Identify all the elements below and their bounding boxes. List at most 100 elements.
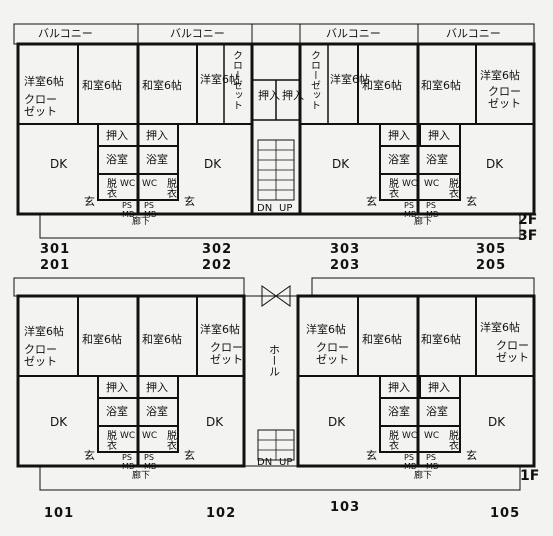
bath-label: 浴室 [388, 405, 410, 418]
closet-label: ゼット [488, 97, 521, 110]
dk-label: DK [332, 157, 350, 171]
mb-label: MB [144, 462, 157, 471]
mb-label: MB [426, 210, 439, 219]
room-japanese: 和室6帖 [421, 79, 461, 92]
closet-label: ゼット [496, 351, 529, 364]
dk-label: DK [206, 415, 224, 429]
ps-label: PS [144, 453, 154, 462]
unit-number: 103 [330, 500, 361, 515]
ps-label: PS [122, 201, 132, 210]
floor-label-1f: 1F [520, 468, 540, 484]
closet-label: クロー [210, 341, 243, 354]
ps-label: PS [122, 453, 132, 462]
oshiire-label: 押入 [106, 381, 128, 394]
oshiire-label: 押入 [146, 381, 168, 394]
mb-label: MB [122, 462, 135, 471]
ps-label: PS [404, 201, 414, 210]
stair-down-label: DN [257, 203, 273, 214]
hall-label: ホール [267, 344, 281, 377]
closet-label: クロー [496, 339, 529, 352]
oshiire-label: 押入 [146, 129, 168, 142]
bath-label: 浴室 [426, 405, 448, 418]
room-western: 洋室6帖 [306, 323, 346, 336]
bath-label: 浴室 [106, 405, 128, 418]
room-japanese: 和室6帖 [142, 79, 182, 92]
ps-label: PS [426, 201, 436, 210]
corridor-label: 廊下 [132, 471, 151, 481]
oshiire-label: 押入 [428, 381, 450, 394]
closet-label: ゼット [316, 353, 349, 366]
ps-label: PS [426, 453, 436, 462]
stair-up-label: UP [279, 457, 293, 468]
room-japanese: 和室6帖 [421, 333, 461, 346]
room-western: 洋室6帖 [330, 73, 370, 86]
datsui-label: 脱衣 [164, 430, 176, 450]
genkan-label: 玄 [466, 449, 477, 462]
unit-number: 105 [490, 506, 521, 521]
closet-label: クロー [24, 343, 57, 356]
room-japanese: 和室6帖 [82, 79, 122, 92]
floor-label-2f: 2F [518, 212, 538, 228]
room-japanese: 和室6帖 [142, 333, 182, 346]
room-japanese: 和室6帖 [362, 333, 402, 346]
dk-label: DK [50, 415, 68, 429]
mb-label: MB [426, 462, 439, 471]
corridor-label: 廊下 [414, 217, 433, 227]
room-western: 洋室6帖 [480, 321, 520, 334]
oshiire-label: 押入 [428, 129, 450, 142]
dk-label: DK [486, 157, 504, 171]
wc-label: WC [142, 431, 158, 441]
wc-label: WC [402, 179, 418, 189]
oshiire-label: 押入 [282, 89, 304, 102]
dk-label: DK [328, 415, 346, 429]
ps-label: PS [404, 453, 414, 462]
datsui-label: 脱衣 [446, 430, 458, 450]
genkan-label: 玄 [184, 449, 195, 462]
genkan-label: 玄 [466, 195, 477, 208]
datsui-label: 脱衣 [104, 430, 116, 450]
wc-label: WC [120, 179, 136, 189]
bath-label: 浴室 [106, 153, 128, 166]
wc-label: WC [120, 431, 136, 441]
dk-label: DK [488, 415, 506, 429]
mb-label: MB [404, 462, 417, 471]
room-japanese: 和室6帖 [362, 79, 402, 92]
closet-label: クローゼット [308, 50, 320, 110]
mb-label: MB [144, 210, 157, 219]
unit-number: 203 [330, 258, 361, 273]
genkan-label: 玄 [366, 449, 377, 462]
unit-number: 305 [476, 242, 507, 257]
unit-number: 201 [40, 258, 71, 273]
stair-down-label: DN [257, 457, 273, 468]
datsui-label: 脱衣 [164, 178, 176, 198]
genkan-label: 玄 [84, 195, 95, 208]
wc-label: WC [402, 431, 418, 441]
unit-number: 202 [202, 258, 233, 273]
room-western: 洋室6帖 [24, 325, 64, 338]
room-western: 洋室6帖 [200, 323, 240, 336]
dk-label: DK [204, 157, 222, 171]
genkan-label: 玄 [366, 195, 377, 208]
oshiire-label: 押入 [106, 129, 128, 142]
balcony-label: バルコニー [446, 27, 501, 40]
datsui-label: 脱衣 [446, 178, 458, 198]
oshiire-label: 押入 [388, 129, 410, 142]
bath-label: 浴室 [146, 405, 168, 418]
datsui-label: 脱衣 [104, 178, 116, 198]
unit-number: 301 [40, 242, 71, 257]
bath-label: 浴室 [426, 153, 448, 166]
datsui-label: 脱衣 [386, 178, 398, 198]
wc-label: WC [424, 431, 440, 441]
unit-number: 102 [206, 506, 237, 521]
floor-label-3f: 3F [518, 228, 538, 244]
corridor-label: 廊下 [132, 217, 151, 227]
closet-label: ゼット [24, 355, 57, 368]
dk-label: DK [50, 157, 68, 171]
mb-label: MB [404, 210, 417, 219]
wc-label: WC [424, 179, 440, 189]
datsui-label: 脱衣 [386, 430, 398, 450]
mb-label: MB [122, 210, 135, 219]
room-western: 洋室6帖 [24, 75, 64, 88]
room-western: 洋室6帖 [480, 69, 520, 82]
